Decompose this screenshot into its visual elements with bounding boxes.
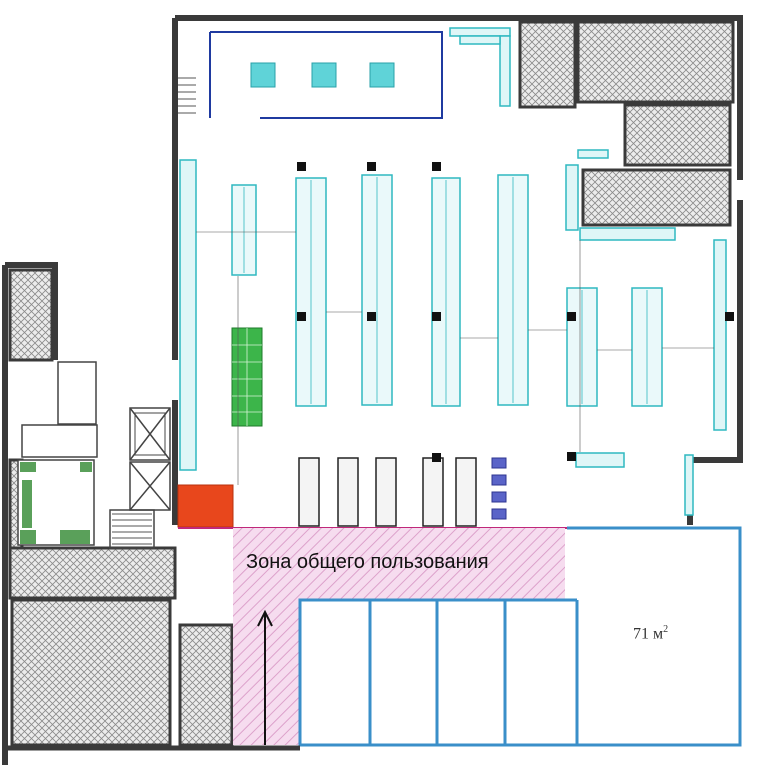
area-label: 71 м2 <box>633 624 668 643</box>
wall-shelving <box>179 27 727 516</box>
outer-walls <box>2 15 743 765</box>
storage-room-fixtures <box>20 462 92 544</box>
checkout-icon <box>298 457 477 527</box>
hatched-blocks <box>8 20 735 747</box>
stair-icon <box>112 77 196 545</box>
elevator-icon <box>134 412 166 456</box>
area-superscript: 2 <box>663 624 669 635</box>
common-zone <box>233 528 565 600</box>
checkout-trolleys <box>491 457 507 520</box>
rental-area <box>298 526 742 747</box>
column-icon <box>297 162 734 462</box>
arrow-up-icon <box>257 609 273 745</box>
deli-tables <box>250 62 395 88</box>
dimension-lines <box>196 231 714 485</box>
area-value: 71 м <box>633 625 664 643</box>
red-block <box>177 484 234 528</box>
common-zone-label: Зона общего пользования <box>246 551 489 573</box>
produce-grid <box>232 328 262 426</box>
deli-counter <box>209 31 443 119</box>
shelving-dividers <box>243 177 648 404</box>
